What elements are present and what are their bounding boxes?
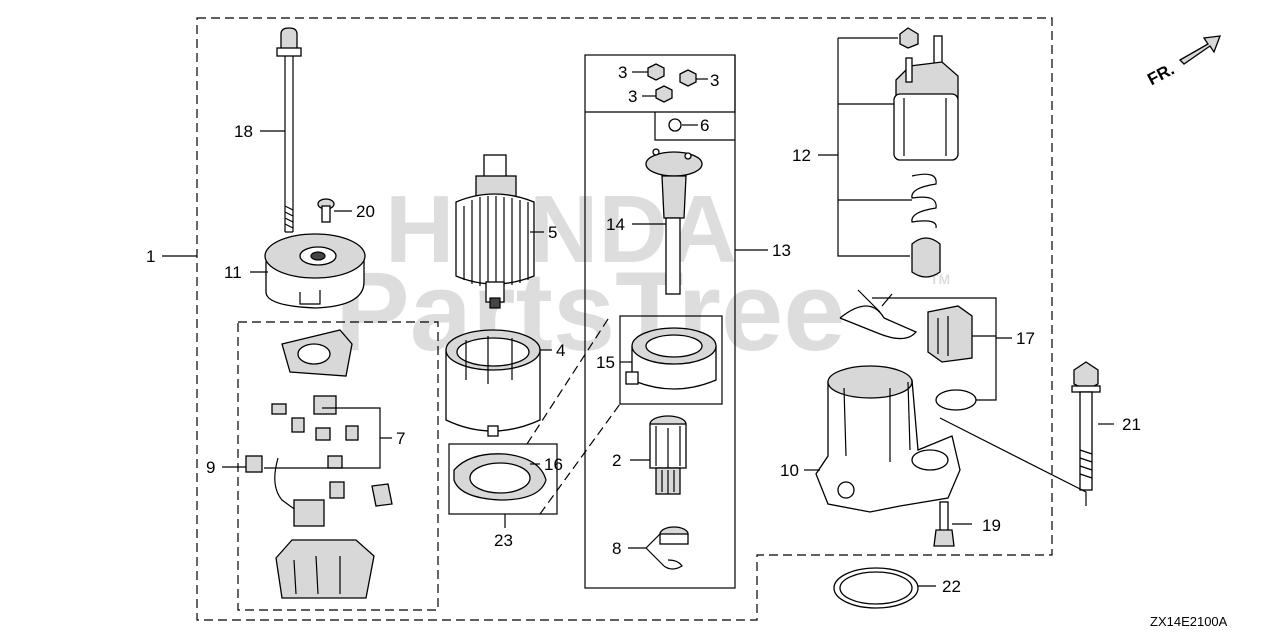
callout-3a: 3 — [618, 63, 627, 82]
callout-10: 10 — [780, 461, 799, 480]
part-internal-gear-15 — [625, 327, 717, 390]
part-screw-20 — [317, 198, 335, 223]
callout-1: 1 — [146, 247, 155, 266]
nut-group-box — [585, 55, 736, 113]
callout-19: 19 — [982, 516, 1001, 535]
internal-gear-box — [619, 315, 723, 405]
callout-17: 17 — [1016, 329, 1035, 348]
callout-11: 11 — [224, 263, 242, 282]
shaft-group-box — [654, 112, 735, 141]
callout-2: 2 — [612, 451, 621, 470]
part-oring-22 — [833, 567, 919, 609]
diagram-code: ZX14E2100A — [1150, 614, 1228, 629]
callout-15: 15 — [596, 353, 615, 372]
callout-21: 21 — [1122, 415, 1141, 434]
part-bolt-18 — [276, 27, 302, 233]
part-bolt-19 — [933, 501, 955, 547]
callout-8: 8 — [612, 539, 621, 558]
part-ball-6 — [668, 118, 682, 132]
callout-13: 13 — [772, 241, 791, 260]
callout-5: 5 — [548, 223, 557, 242]
callout-16: 16 — [544, 455, 563, 474]
leader-lines — [162, 37, 1114, 587]
callout-20: 20 — [356, 202, 375, 221]
part-end-cover-11 — [264, 233, 366, 309]
watermark-site: PartsTree — [335, 249, 846, 374]
part-lever-17 — [839, 289, 977, 411]
callout-14: 14 — [606, 215, 625, 234]
gasket-group-box — [448, 443, 558, 515]
part-nuts-3 — [647, 63, 697, 103]
part-housing-10 — [815, 365, 961, 513]
brush-group-box — [237, 321, 439, 611]
part-armature-5 — [455, 154, 535, 309]
gear-group-box — [584, 54, 736, 589]
gasket-link-lines — [526, 315, 621, 515]
part-solenoid-12 — [893, 27, 959, 278]
callout-3b: 3 — [710, 71, 719, 90]
callout-3c: 3 — [628, 87, 637, 106]
callout-12: 12 — [792, 146, 811, 165]
callout-4: 4 — [556, 341, 565, 360]
brush-group-parts — [245, 329, 393, 599]
assembly-boundary — [196, 17, 1053, 621]
callout-7: 7 — [396, 429, 405, 448]
direction-label: FR. — [1144, 60, 1177, 90]
callout-9: 9 — [206, 458, 215, 477]
part-shaft-14 — [645, 148, 703, 295]
callout-labels: 1 2 3 3 3 4 5 6 7 8 9 10 11 12 13 14 15 … — [146, 63, 1141, 596]
part-collar-8 — [659, 526, 689, 570]
callout-23: 23 — [494, 531, 513, 550]
callout-22: 22 — [942, 577, 961, 596]
callout-18: 18 — [234, 122, 253, 141]
part-bolt-21 — [1071, 361, 1101, 491]
front-direction-arrow: FR. — [1144, 35, 1221, 90]
part-yoke-4 — [445, 329, 541, 437]
part-pinion-2 — [649, 415, 687, 495]
callout-6: 6 — [700, 116, 709, 135]
part-gasket-16 — [453, 453, 547, 501]
arrow-icon — [1178, 35, 1221, 65]
